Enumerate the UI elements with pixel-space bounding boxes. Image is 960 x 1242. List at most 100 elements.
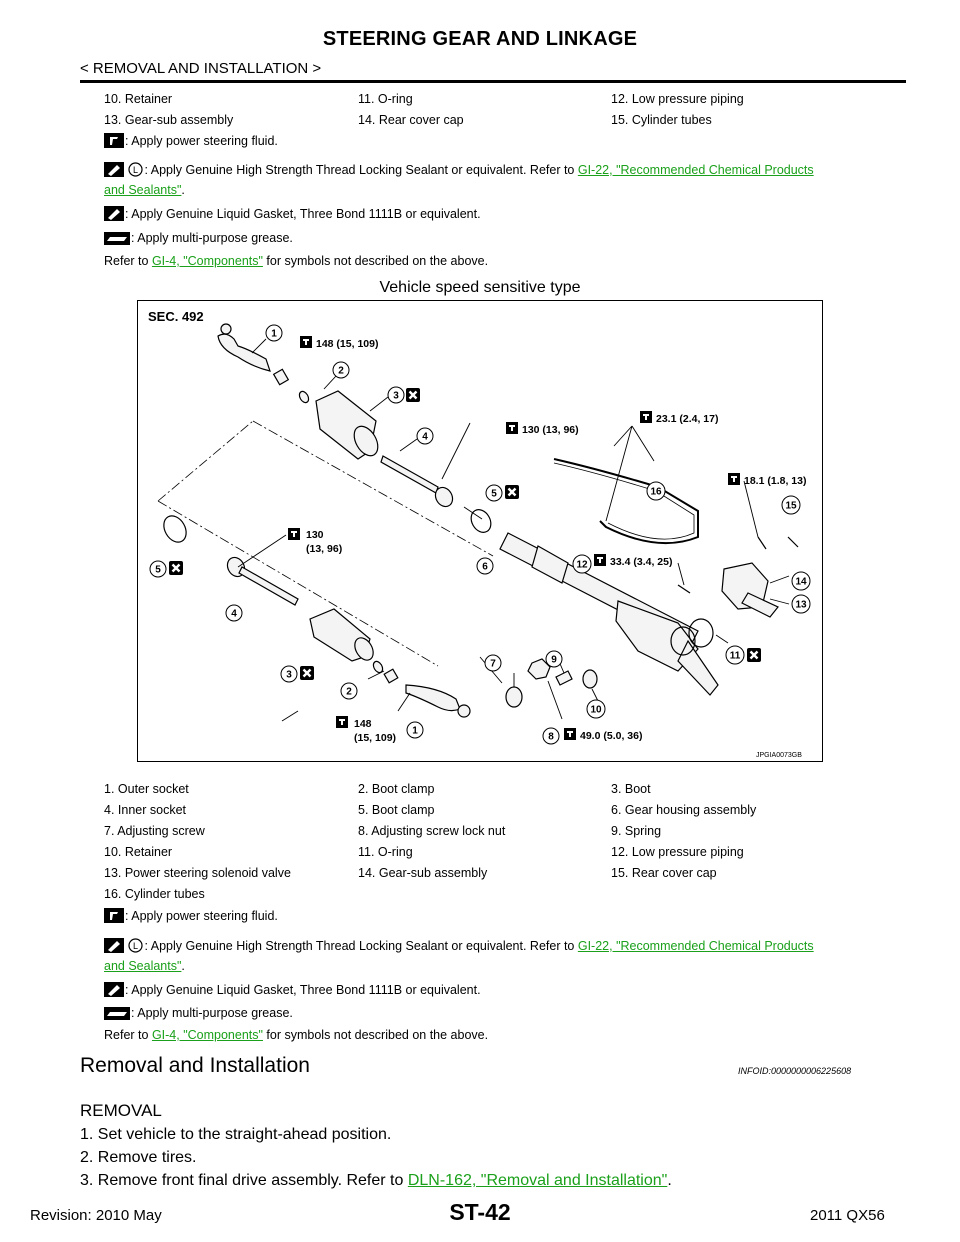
callout-3: 3 — [387, 386, 405, 404]
svg-text:4: 4 — [231, 609, 237, 620]
step-item: 2. Remove tires. — [80, 1149, 197, 1166]
image-code: JPGIA0073GB — [756, 752, 802, 759]
svg-text:8: 8 — [548, 732, 554, 743]
note-sealant: L: Apply Genuine High Strength Thread Lo… — [104, 938, 814, 973]
outer-socket-bottom — [383, 668, 471, 718]
legend-item: 5. Boot clamp — [358, 803, 435, 817]
torque-label: 148 (15, 109) — [316, 338, 378, 350]
legend-row: 4. Inner socket 5. Boot clamp 6. Gear ho… — [104, 803, 874, 819]
svg-text:4: 4 — [422, 432, 428, 443]
gear-sub-assembly — [721, 562, 779, 618]
svg-text:13: 13 — [795, 600, 807, 611]
note-grease: : Apply multi-purpose grease. — [104, 230, 874, 250]
svg-text:1: 1 — [412, 726, 418, 737]
legend-row: 10. Retainer 11. O-ring 12. Low pressure… — [104, 845, 874, 861]
legend-item: 14. Gear-sub assembly — [358, 866, 488, 880]
svg-text:12: 12 — [576, 560, 588, 571]
callout-10: 10 — [586, 699, 606, 719]
svg-text:16: 16 — [650, 487, 662, 498]
callout-7: 7 — [484, 654, 502, 672]
legend-row: 7. Adjusting screw 8. Adjusting screw lo… — [104, 824, 874, 840]
note-gasket: : Apply Genuine Liquid Gasket, Three Bon… — [104, 206, 874, 226]
svg-text:2: 2 — [338, 366, 344, 377]
legend-item: 10. Retainer — [104, 92, 173, 106]
callout-4: 4 — [416, 427, 434, 445]
legend-item: 1. Outer socket — [104, 782, 189, 796]
legend-row: 13. Power steering solenoid valve 14. Ge… — [104, 866, 874, 882]
legend-item: 14. Rear cover cap — [358, 113, 464, 127]
gear-housing — [499, 532, 719, 696]
svg-text:9: 9 — [551, 655, 557, 666]
section-heading: Removal and Installation — [80, 1054, 310, 1077]
callout-13: 13 — [791, 594, 811, 614]
svg-text:15: 15 — [785, 501, 797, 512]
gi22-link[interactable]: GI-22, "Recommended Chemical Products — [577, 939, 814, 953]
sec-label: SEC. 492 — [148, 309, 204, 324]
boot-clamp-bottom — [163, 515, 187, 543]
inner-socket-top — [380, 455, 454, 508]
callout-5: 5 — [485, 484, 503, 502]
torque-label: 130 (13, 96) — [522, 424, 579, 436]
note-fluid: : Apply power steering fluid. — [104, 908, 874, 928]
callout-6: 6 — [476, 557, 494, 575]
boot-clamp-top — [470, 509, 492, 533]
inner-socket-bottom — [226, 556, 299, 606]
gi22-link[interactable]: and Sealants" — [104, 183, 182, 197]
gasket-icon — [104, 206, 124, 226]
diagram-caption: Vehicle speed sensitive type — [379, 279, 581, 296]
callout-14: 14 — [791, 571, 811, 591]
fluid-icon — [104, 908, 124, 928]
svg-text:14: 14 — [795, 577, 807, 588]
info-id: INFOID:0000000006225608 — [738, 1066, 852, 1076]
svg-text:5: 5 — [155, 565, 161, 576]
svg-text:11: 11 — [730, 651, 741, 662]
fluid-icon — [104, 133, 124, 153]
torque-label: 18.1 (1.8, 13) — [744, 475, 806, 487]
exploded-diagram: SEC. 492 JPGIA0073GB — [137, 300, 823, 762]
page-title: STEERING GEAR AND LINKAGE — [322, 28, 638, 50]
legend-row: 10. Retainer 11. O-ring 12. Low pressure… — [104, 92, 874, 108]
legend-item: 13. Power steering solenoid valve — [104, 866, 291, 880]
step-item: 1. Set vehicle to the straight-ahead pos… — [80, 1126, 392, 1143]
callout-1: 1 — [265, 324, 283, 342]
legend-item: 11. O-ring — [358, 845, 413, 859]
legend-item: 15. Rear cover cap — [611, 866, 717, 880]
legend-row: 1. Outer socket 2. Boot clamp 3. Boot — [104, 782, 874, 798]
torque-label: 49.0 (5.0, 36) — [580, 730, 642, 742]
legend-item: 12. Low pressure piping — [611, 92, 744, 106]
svg-text:L: L — [133, 941, 138, 951]
gi4-link[interactable]: GI-4, "Components" — [151, 254, 263, 268]
gi22-link[interactable]: GI-22, "Recommended Chemical Products — [577, 163, 814, 177]
svg-text:7: 7 — [490, 659, 496, 670]
legend-item: 7. Adjusting screw — [104, 824, 205, 838]
section-breadcrumb: < REMOVAL AND INSTALLATION > — [80, 60, 322, 77]
gasket-icon — [104, 982, 124, 1002]
legend-row: 16. Cylinder tubes — [104, 887, 874, 903]
torque-label: 23.1 (2.4, 17) — [656, 413, 718, 425]
grease-icon — [104, 232, 130, 250]
legend-item: 11. O-ring — [358, 92, 413, 106]
callout-2-left: 2 — [340, 682, 358, 700]
rear-cover-cap — [787, 536, 799, 548]
callout-1-left: 1 — [406, 721, 424, 739]
callout-5-left: 5 — [149, 560, 167, 578]
model-label: 2011 QX56 — [810, 1207, 885, 1224]
gi22-link[interactable]: and Sealants" — [104, 959, 182, 973]
outer-socket-top — [217, 323, 290, 386]
sub-heading: REMOVAL — [80, 1101, 162, 1120]
legend-item: 6. Gear housing assembly — [611, 803, 757, 817]
dln162-link[interactable]: DLN-162, "Removal and Installation" — [407, 1172, 668, 1189]
callout-4-left: 4 — [225, 604, 243, 622]
note-refer: Refer to GI-4, "Components" for symbols … — [104, 1028, 489, 1042]
svg-text:L: L — [133, 165, 138, 175]
legend-item: 2. Boot clamp — [358, 782, 435, 796]
legend-item: 8. Adjusting screw lock nut — [358, 824, 506, 838]
grease-icon — [104, 1007, 130, 1025]
callout-15: 15 — [781, 495, 801, 515]
locking-l-icon: L — [128, 938, 144, 958]
note-gasket: : Apply Genuine Liquid Gasket, Three Bon… — [104, 982, 874, 1002]
gi4-link[interactable]: GI-4, "Components" — [151, 1028, 263, 1042]
adjusting-parts — [505, 658, 598, 708]
legend-item: 4. Inner socket — [104, 803, 186, 817]
callout-2: 2 — [332, 361, 350, 379]
